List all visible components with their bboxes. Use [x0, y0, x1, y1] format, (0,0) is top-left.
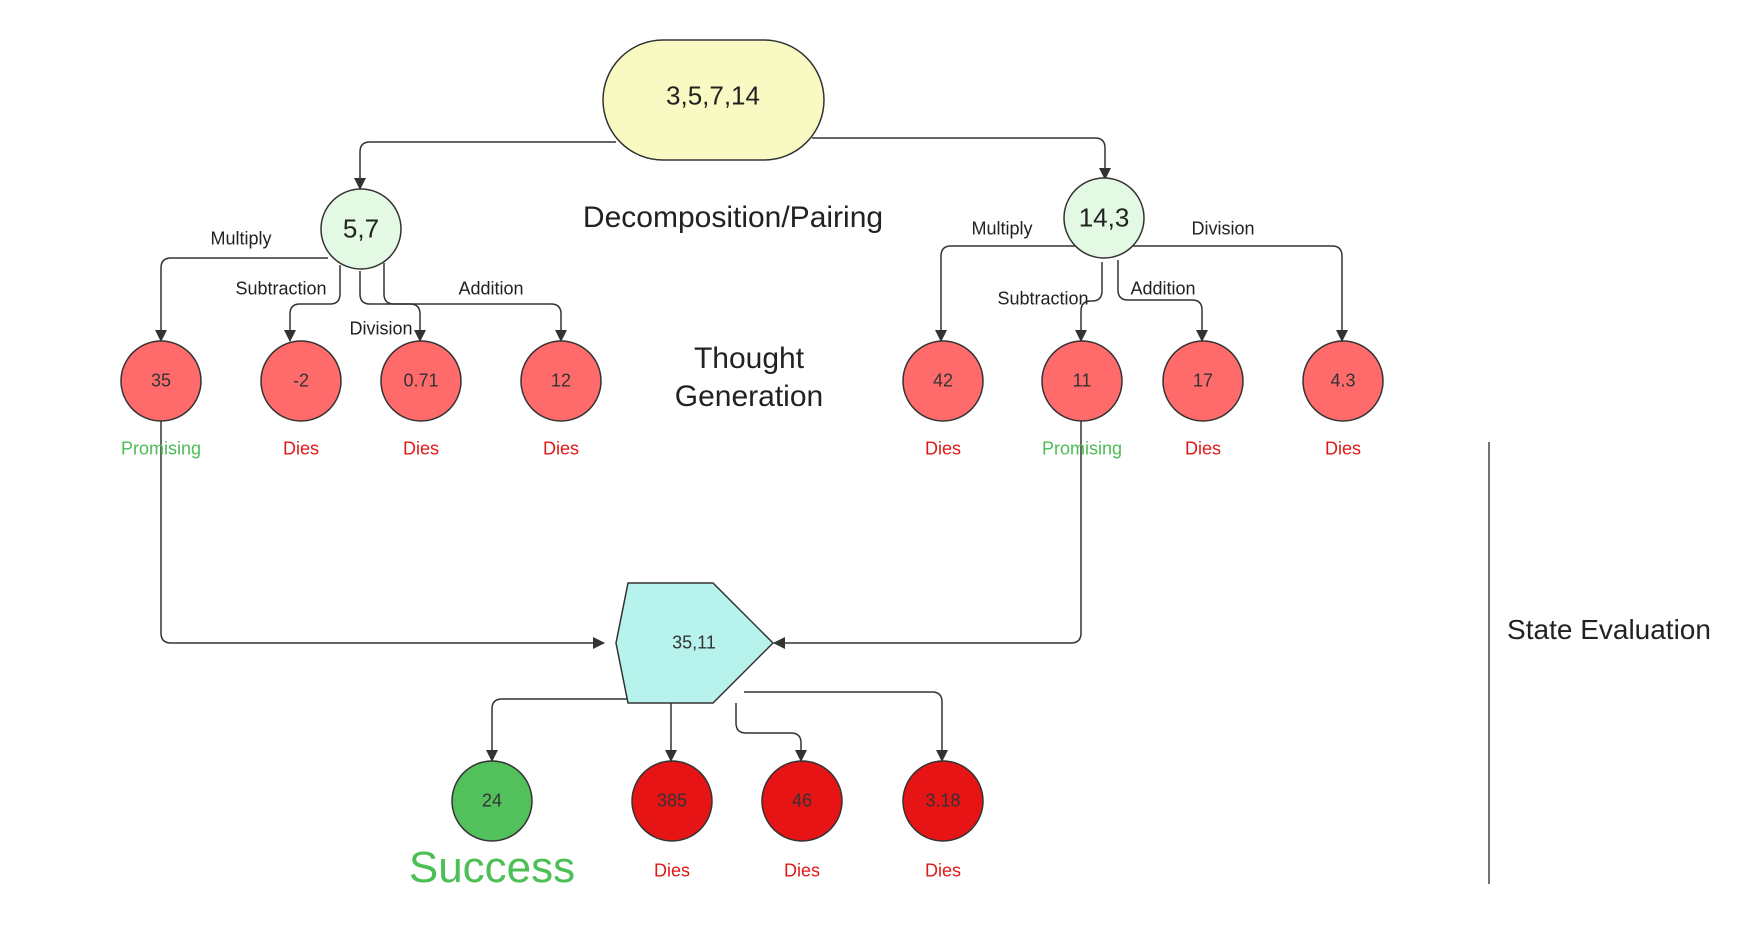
op-label-addition: Addition — [1130, 278, 1196, 299]
pair-left-label: 5,7 — [342, 213, 380, 244]
edge-combined-to-46 — [735, 703, 807, 762]
stage-state-evaluation-title: State Evaluation — [1507, 614, 1711, 645]
result-node — [902, 340, 984, 422]
edge-promising-left-to-combined — [160, 421, 605, 649]
final-result-node — [451, 760, 533, 842]
status-dies: Dies — [924, 438, 962, 459]
status-dies: Dies — [402, 438, 440, 459]
edge-left-multiply — [155, 257, 328, 342]
pair-node-left — [320, 188, 402, 270]
status-dies: Dies — [542, 438, 580, 459]
edge-right-subtraction — [1075, 262, 1103, 342]
status-dies: Dies — [282, 438, 320, 459]
edge-left-addition — [383, 263, 567, 342]
result-value: -2 — [292, 370, 310, 391]
root-node — [602, 39, 825, 161]
result-node — [1162, 340, 1244, 422]
stage-thought-title-line1: Thought — [693, 342, 805, 375]
op-label-multiply: Multiply — [971, 218, 1033, 239]
result-value: 11 — [1072, 370, 1092, 391]
result-value: 42 — [932, 370, 954, 391]
result-value: 17 — [1192, 370, 1214, 391]
final-result-node — [761, 760, 843, 842]
result-value: 0.71 — [403, 370, 439, 391]
pair-right-label: 14,3 — [1078, 202, 1130, 233]
edge-root-to-left-pair — [354, 141, 616, 190]
result-node — [1041, 340, 1123, 422]
result-node — [120, 340, 202, 422]
result-node — [1302, 340, 1384, 422]
result-value: 12 — [550, 370, 572, 391]
stage-decomposition-title: Decomposition/Pairing — [582, 201, 884, 234]
edge-promising-right-to-combined — [773, 421, 1082, 649]
root-label: 3,5,7,14 — [666, 80, 760, 111]
final-result-node — [631, 760, 713, 842]
result-node — [260, 340, 342, 422]
edge-right-addition — [1117, 260, 1208, 342]
status-promising: Promising — [1041, 438, 1123, 459]
final-result-node — [902, 760, 984, 842]
result-value: 4.3 — [1330, 370, 1356, 391]
edge-left-subtraction — [284, 265, 341, 342]
op-label-division: Division — [1191, 218, 1255, 239]
edge-combined-to-318 — [744, 691, 948, 762]
op-label-addition: Addition — [458, 278, 524, 299]
combined-node — [615, 582, 775, 704]
status-dies: Dies — [924, 860, 962, 881]
combined-label: 35,11 — [672, 632, 716, 653]
status-dies: Dies — [1184, 438, 1222, 459]
edge-root-to-right-pair — [812, 137, 1111, 180]
edge-right-division — [1130, 245, 1348, 342]
final-value: 3.18 — [925, 790, 961, 811]
edge-right-multiply — [935, 245, 1077, 342]
status-success: Success — [408, 843, 576, 892]
result-value: 35 — [150, 370, 172, 391]
edge-combined-to-24 — [486, 698, 640, 762]
pair-node-right — [1063, 177, 1145, 259]
status-dies: Dies — [1324, 438, 1362, 459]
status-promising: Promising — [120, 438, 202, 459]
op-label-multiply: Multiply — [210, 228, 272, 249]
status-dies: Dies — [783, 860, 821, 881]
final-value: 24 — [481, 790, 503, 811]
result-node — [520, 340, 602, 422]
op-label-subtraction: Subtraction — [997, 288, 1089, 309]
final-value: 385 — [656, 790, 688, 811]
stage-thought-title-line2: Generation — [674, 380, 824, 413]
op-label-subtraction: Subtraction — [235, 278, 327, 299]
op-label-division: Division — [349, 318, 413, 339]
result-node — [380, 340, 462, 422]
final-value: 46 — [791, 790, 813, 811]
status-dies: Dies — [653, 860, 691, 881]
